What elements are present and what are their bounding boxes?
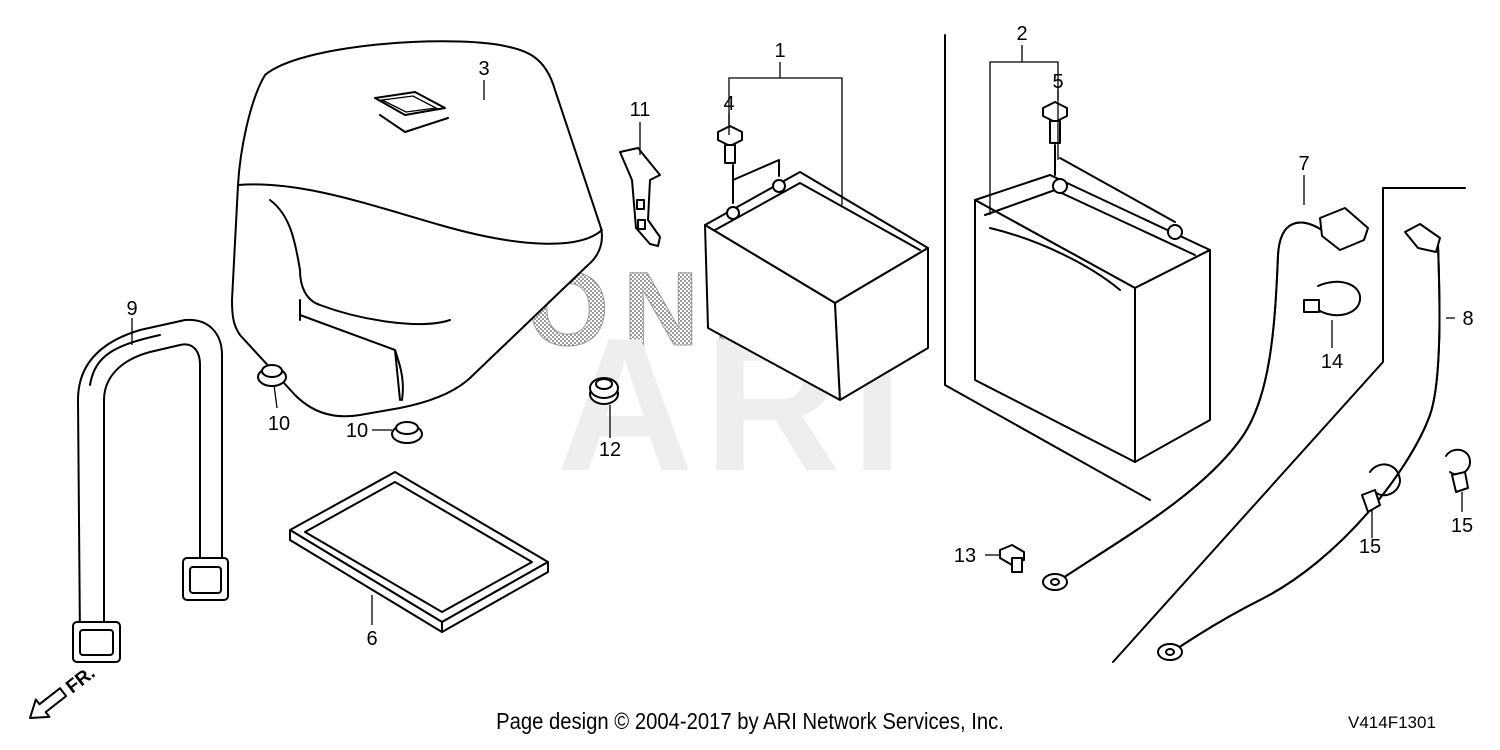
drawing-code: V414F1301 [1348, 713, 1436, 732]
battery-tray [289, 471, 549, 633]
cable-negative [1157, 223, 1441, 661]
clamp-15b [1445, 448, 1471, 493]
callout-5: 5 [1052, 71, 1063, 93]
callout-6: 6 [366, 628, 377, 650]
cable-positive [1042, 207, 1369, 591]
callout-9: 9 [126, 298, 137, 320]
bolt-5 [1042, 101, 1176, 223]
battery-stay [619, 147, 661, 247]
battery-large [974, 174, 1211, 463]
callout-3: 3 [478, 58, 489, 80]
callout-7: 7 [1298, 153, 1309, 175]
callout-2: 2 [1016, 23, 1027, 45]
front-direction-arrow: FR. [29, 663, 99, 719]
clamp-15a [1361, 463, 1401, 513]
callout-12: 12 [599, 439, 621, 461]
cable-band-14 [1303, 280, 1362, 317]
battery-band [72, 318, 229, 663]
callout-14: 14 [1321, 351, 1343, 373]
battery-cover [231, 40, 603, 418]
copyright-footer: Page design © 2004-2017 by ARI Network S… [496, 708, 1004, 734]
grommet-10b [391, 421, 423, 444]
battery-small [704, 159, 929, 401]
callout-13: 13 [954, 545, 976, 567]
grommet-12 [589, 377, 619, 405]
callout-10b: 10 [346, 420, 368, 442]
callout-8: 8 [1462, 308, 1473, 330]
front-direction-label: FR. [62, 663, 99, 698]
section-divider [944, 34, 1466, 663]
bolt-4 [717, 125, 743, 164]
bolt-13 [999, 544, 1025, 573]
grommet-10a [257, 364, 287, 387]
callout-1: 1 [774, 40, 785, 62]
callout-10a: 10 [268, 413, 290, 435]
callout-15a: 15 [1359, 536, 1381, 558]
callout-4: 4 [723, 93, 734, 115]
callout-11: 11 [630, 99, 651, 121]
leader-lines [131, 45, 1463, 625]
callouts: 1 2 3 4 5 6 7 8 9 10 10 11 12 13 14 15 1… [126, 23, 1473, 650]
callout-15b: 15 [1451, 515, 1473, 537]
